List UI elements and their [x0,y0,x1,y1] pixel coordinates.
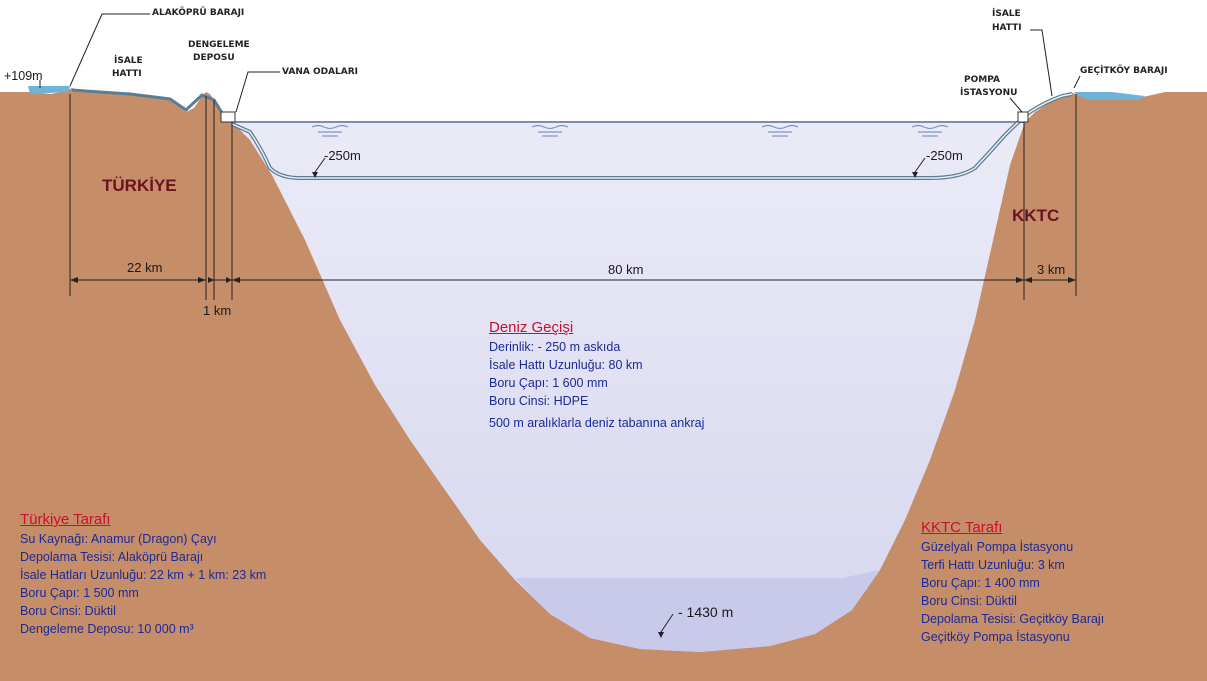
reservoir-alakopru [28,86,70,94]
turkiye-line: Boru Çapı: 1 500 mm [20,586,139,600]
deep-zone [515,570,880,652]
kktc-line: Depolama Tesisi: Geçitköy Barajı [921,612,1105,626]
country-turkiye: TÜRKİYE [102,176,177,195]
dim-1km: 1 km [203,303,232,318]
sea-water [232,122,1025,652]
pompa-box [1017,111,1029,123]
turkiye-line: Boru Cinsi: Düktil [20,604,116,618]
turkiye-line: Depolama Tesisi: Alaköprü Barajı [20,550,204,564]
deniz-line: Derinlik: - 250 m askıda [489,340,621,354]
vana-odalari-box [220,111,236,123]
deniz-line: 500 m aralıklarla deniz tabanına ankraj [489,416,705,430]
label-isale-right-2: HATTI [992,23,1022,33]
deniz-line: Boru Çapı: 1 600 mm [489,376,608,390]
turkiye-line: Dengeleme Deposu: 10 000 m³ [20,622,194,636]
reservoir-gecitkoy [1074,92,1145,100]
dim-3km: 3 km [1037,262,1066,277]
dim-22km: 22 km [127,260,163,275]
label-pompa-2: İSTASYONU [960,88,1018,98]
dim-80km: 80 km [608,262,644,277]
label-isale-left-2: HATTI [112,69,142,79]
depth-right: -250m [926,148,963,163]
label-elevation: +109m [4,69,43,83]
kktc-line: Güzelyalı Pompa İstasyonu [921,540,1074,554]
country-kktc: KKTC [1012,206,1060,225]
depth-bottom: - 1430 m [678,604,734,620]
turkiye-line: İsale Hatları Uzunluğu: 22 km + 1 km: 23… [20,568,267,582]
deniz-line: İsale Hattı Uzunluğu: 80 km [489,358,643,372]
label-dengeleme-2: DEPOSU [193,53,235,63]
kktc-title: KKTC Tarafı [921,519,1003,536]
kktc-line: Boru Cinsi: Düktil [921,594,1017,608]
deniz-gecisi-block: Deniz Geçişi Derinlik: - 250 m askıda İs… [489,318,704,432]
turkiye-block: Türkiye Tarafı Su Kaynağı: Anamur (Drago… [20,510,266,638]
label-pompa-1: POMPA [964,75,1000,85]
kktc-line: Boru Çapı: 1 400 mm [921,576,1040,590]
deniz-gecisi-title: Deniz Geçişi [489,319,574,336]
label-dengeleme-1: DENGELEME [188,40,250,50]
label-gecitkoy-baraji: GEÇİTKÖY BARAJI [1080,66,1168,76]
label-isale-right-1: İSALE [992,9,1021,19]
turkiye-title: Türkiye Tarafı [20,511,111,528]
kktc-line: Geçitköy Pompa İstasyonu [921,630,1070,644]
label-vana-odalari: VANA ODALARI [282,67,359,77]
kktc-block: KKTC Tarafı Güzelyalı Pompa İstasyonu Te… [921,518,1104,646]
turkiye-line: Su Kaynağı: Anamur (Dragon) Çayı [20,532,217,546]
label-alakopru-baraji: ALAKÖPRÜ BARAJI [152,8,245,18]
label-isale-left-1: İSALE [114,56,143,66]
wave-marks [311,124,949,137]
depth-left: -250m [324,148,361,163]
kktc-line: Terfi Hattı Uzunluğu: 3 km [921,558,1065,572]
deniz-line: Boru Cinsi: HDPE [489,394,589,408]
